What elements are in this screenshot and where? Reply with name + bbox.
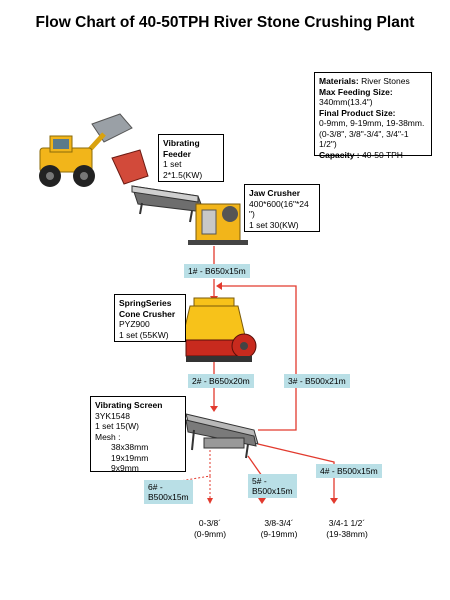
capacity-label: Capacity : [319,149,360,160]
output-fine: 0-3/8´ (0-9mm) [180,518,240,539]
belt-3-tag: 3# - B500x21m [284,374,350,388]
screen-qty-power: 1 set 15(W) [95,421,139,431]
feeder-qty: 1 set [163,159,182,169]
screen-mesh-1: 38x38mm [111,442,149,452]
screen-name: Vibrating Screen [95,400,163,410]
arrow-screen-to-belt4 [257,443,335,500]
materials-label: Materials: [319,76,359,86]
vibrating-screen-icon [185,413,259,459]
belt-4-tag: 4# - B500x15m [316,464,382,478]
final-size-line-3: 1/2") [319,139,337,149]
belt-1-tag: 1# - B650x15m [184,264,250,278]
belt-2-tag: 2# - B650x20m [188,374,254,388]
hopper-icon [111,149,149,185]
jaw-crusher-info-box: Jaw Crusher 400*600(16"*24 ") 1 set 30(K… [244,184,320,232]
vibrating-feeder-icon [131,185,205,223]
wheel-loader-icon [39,113,133,187]
page-title: Flow Chart of 40-50TPH River Stone Crush… [35,14,415,31]
feeder-name-2: Feeder [163,148,191,159]
cone-crusher-icon [181,297,257,362]
cone-crusher-info-box: SpringSeries Cone Crusher PYZ900 1 set (… [114,294,186,342]
arrow-belt3-return-loop [220,285,297,431]
cone-model: PYZ900 [119,319,150,329]
cone-name-1: SpringSeries [119,298,172,308]
output-fine-inch: 0-3/8´ [198,518,222,528]
belt-6-tag: 6# - B500x15m [144,480,193,504]
jaw-spec-1: 400*600(16"*24 [249,198,309,209]
output-coarse-mm: (19-38mm) [326,528,368,539]
max-feed-value: 340mm(13.4") [319,97,373,107]
output-medium-mm: (9-19mm) [260,528,298,539]
belt-6-label-2: B500x15m [148,492,189,502]
final-size-line-1: 0-9mm, 9-19mm, 19-38mm. [319,118,425,128]
materials-value: River Stones [361,76,410,86]
cone-name-2: Cone Crusher [119,308,176,319]
jaw-spec-2: ") [249,209,255,219]
screen-mesh-3: 9x9mm [111,463,139,473]
final-size-label: Final Product Size: [319,107,396,118]
output-coarse: 3/4-1 1/2´ (19-38mm) [310,518,384,539]
screen-model: 3YK1548 [95,410,130,421]
output-coarse-inch: 3/4-1 1/2´ [328,518,366,528]
belt-6-label-1: 6# - [148,482,163,492]
jaw-name: Jaw Crusher [249,188,301,198]
final-size-line-2: (0-3/8", 3/8"-3/4", 3/4"-1 [319,128,409,139]
output-medium: 3/8-3/4´ (9-19mm) [246,518,312,539]
max-feed-label: Max Feeding Size: [319,86,393,97]
feeder-power: 2*1.5(KW) [163,169,203,180]
specs-info-box: Materials: River Stones Max Feeding Size… [314,72,432,160]
screen-info-box: Vibrating Screen 3YK1548 1 set 15(W) Mes… [90,396,186,473]
jaw-qty-power: 1 set 30(KW) [249,219,299,230]
screen-mesh-2: 19x19mm [111,452,149,463]
jaw-crusher-icon [188,203,248,245]
output-fine-mm: (0-9mm) [193,528,227,539]
feeder-info-box: Vibrating Feeder 1 set 2*1.5(KW) [158,134,224,182]
belt-5-label-2: B500x15m [252,486,293,496]
capacity-value: 40-50 TPH [362,149,403,160]
feeder-name-1: Vibrating [163,138,200,148]
output-medium-inch: 3/8-3/4´ [264,518,294,528]
belt-5-tag: 5# - B500x15m [248,474,297,498]
screen-mesh-label: Mesh : [95,431,121,442]
belt-5-label-1: 5# - [252,476,267,486]
cone-qty-power: 1 set (55KW) [119,329,169,340]
